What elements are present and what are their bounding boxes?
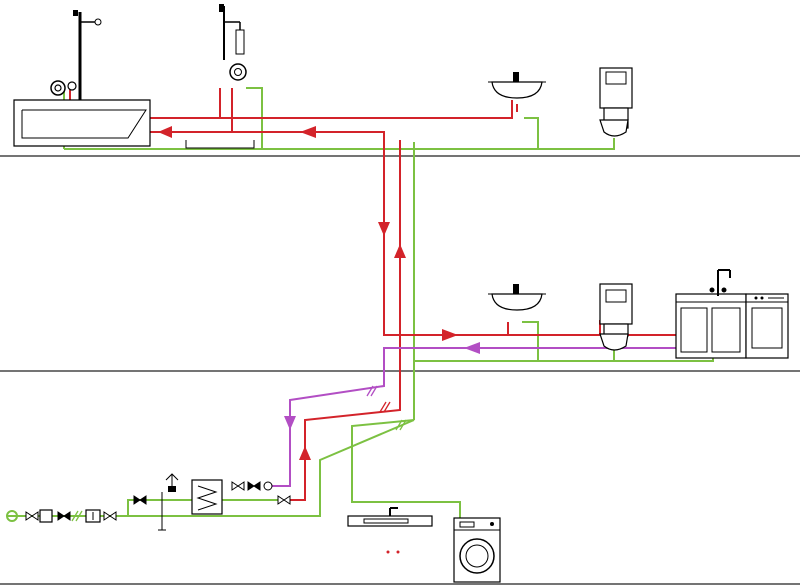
basin-middle bbox=[488, 284, 546, 311]
hot-top-east bbox=[384, 100, 513, 119]
pipe-break-marks bbox=[71, 385, 407, 522]
valve bbox=[231, 481, 245, 491]
hot-arrow-up bbox=[394, 244, 406, 258]
shower-mixer bbox=[219, 4, 247, 81]
cold-top-east bbox=[414, 138, 615, 150]
break-mark bbox=[399, 419, 407, 431]
hot-arrow-right bbox=[442, 329, 458, 341]
cold-mid-basin bbox=[522, 321, 539, 361]
bathtub bbox=[13, 99, 151, 147]
washing-machine bbox=[453, 517, 501, 583]
shower-tray bbox=[185, 140, 255, 149]
break-mark bbox=[366, 385, 374, 397]
sink-lower bbox=[347, 507, 433, 554]
gauge bbox=[263, 481, 273, 491]
circ-arrow-down bbox=[284, 416, 296, 430]
circ-mid bbox=[268, 347, 700, 487]
break-mark bbox=[75, 510, 83, 522]
break-mark bbox=[370, 385, 378, 397]
cold-mid-main bbox=[414, 315, 714, 362]
wc-upper bbox=[599, 67, 633, 137]
wc-middle bbox=[599, 283, 633, 351]
dishwasher bbox=[745, 293, 789, 359]
break-mark bbox=[379, 401, 387, 413]
kitchen-unit bbox=[675, 269, 747, 359]
valve bbox=[25, 511, 39, 521]
flow-arrows bbox=[158, 126, 480, 460]
cold-low-supply bbox=[8, 419, 415, 517]
basin-upper bbox=[488, 72, 546, 112]
hot-riser-return bbox=[286, 140, 401, 501]
hot-arrow-down bbox=[378, 222, 390, 236]
bath-shower-riser bbox=[50, 10, 102, 100]
valve bbox=[103, 511, 117, 521]
circulation-pipes bbox=[268, 347, 700, 487]
safety-valve bbox=[158, 473, 179, 531]
valve bbox=[57, 511, 71, 521]
valve bbox=[277, 495, 291, 505]
break-mark bbox=[71, 510, 79, 522]
meter-filter bbox=[6, 509, 101, 523]
hot-arrow-up-low bbox=[299, 446, 311, 460]
valve bbox=[133, 495, 147, 505]
cold-low-heater-feed bbox=[127, 499, 192, 516]
valve bbox=[247, 481, 261, 491]
cold-top-shower bbox=[246, 87, 263, 149]
hot-arrow-left-1 bbox=[158, 126, 172, 138]
cold-top-basin bbox=[524, 117, 539, 149]
cold-low-riser-branch bbox=[351, 419, 461, 518]
break-mark bbox=[383, 401, 391, 413]
hot-arrow-left-2 bbox=[300, 126, 316, 138]
break-mark bbox=[395, 419, 403, 431]
valves bbox=[25, 481, 291, 521]
water-heater bbox=[191, 479, 223, 515]
circ-arrow-left bbox=[464, 342, 480, 354]
